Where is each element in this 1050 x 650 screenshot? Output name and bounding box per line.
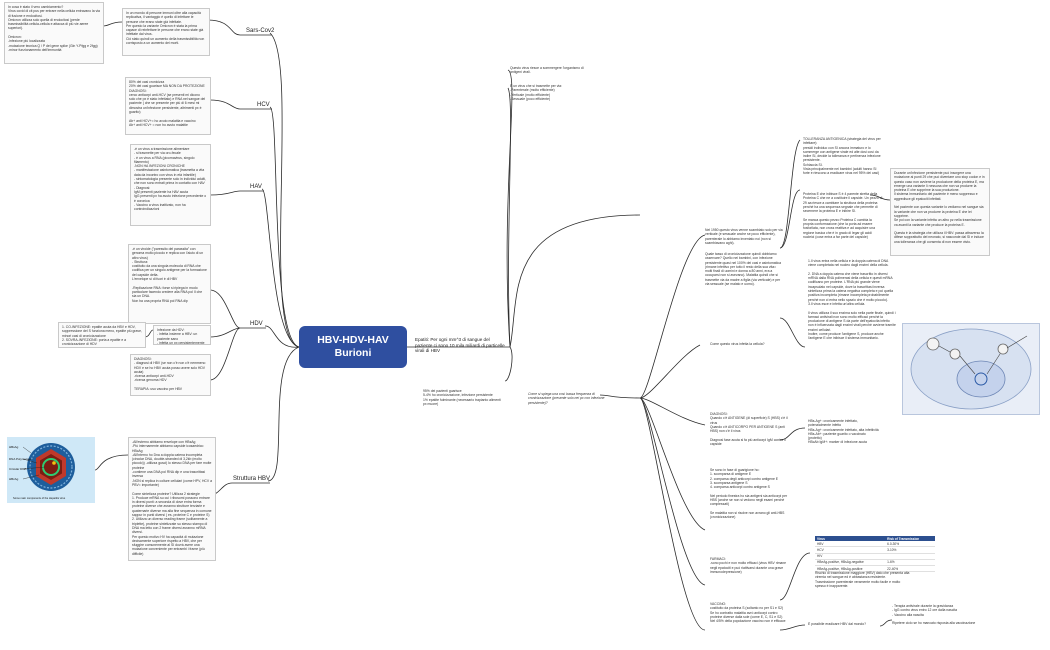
note-come-si-spiega: Come si spiega una così bassa frequenza … [528, 392, 605, 405]
central-subtitle: Burioni [334, 347, 372, 359]
note-hcv: 80% dei casi cronicizza 20% dei casi gua… [125, 77, 211, 135]
hbv-label-0: HBsAg [9, 445, 19, 449]
note-proteina-e: Proteina E che inibisce S è 4 parente st… [803, 192, 883, 239]
hbv-label-3: HBcAg [9, 477, 19, 481]
note-ciclo: 1.Il virus entra nella cellula e la dopp… [808, 259, 896, 341]
epatiti-note: Epatiti: Per ogni mm^3 di sangue del paz… [415, 337, 505, 354]
note-diagnosi-marker: HBs-Ag+: cronicamente infettato, potenzi… [808, 419, 879, 445]
note-hdv-diagnosi: DIAGNOSI: - diagnosi di HBV (se non c'è … [130, 354, 211, 396]
note-hdv-infezione: Infezione da HDV: - infetta insieme a HB… [153, 325, 211, 345]
note-nel-1950: Nel 1950 questo virus venne scambiato so… [705, 228, 783, 245]
note-fasi: Se sono in fase di guarigione ho: 1. sco… [710, 468, 788, 520]
note-durante: Durante un'infezione persistente può ins… [890, 168, 990, 256]
note-eradicare-answer: - Terapia antivirale durante la gravidan… [892, 604, 976, 626]
hbv-structure-image: HBsAg DNA Polymerase Circular DNA HBcAg … [7, 437, 95, 503]
note-hdv-coinfezione: 1. CO-INFEZIONE: epatite acuta da HBV e … [58, 322, 146, 348]
topic-sars-cov2[interactable]: Sars-Cov2 [246, 28, 275, 34]
note-hav: -è un virus a trasmissione alimentare - … [130, 144, 211, 226]
central-title: HBV-HDV-HAV [317, 334, 389, 346]
note-rischio: Rischio di trasmissione maggiore (HBV) d… [815, 571, 910, 588]
note-cronicizzazione: Quale tasso di cronicizzazione quindi do… [705, 252, 781, 287]
note-eradicare-question: È possibile eradicare HBV dal mondo? [808, 622, 867, 626]
risk-header-virus: Virus [815, 536, 886, 542]
link-sars [269, 32, 300, 348]
link-hdv [264, 325, 300, 348]
note-struttura-hbv: -All'esterno abbiamo envelope con HBsAg … [128, 437, 216, 561]
topic-hdv[interactable]: HDV [250, 321, 263, 327]
note-sars-answer: In un mondo di persone immuni oltre alla… [122, 8, 210, 56]
link-hcv [269, 106, 300, 348]
note-tolleranza: TOLLERANZA ANTIGENICA (strategia del vir… [803, 137, 881, 176]
central-node[interactable]: HBV-HDV-HAV Burioni [299, 326, 407, 368]
note-farmaci: FARMACI: -sono pochi e non molto efficac… [710, 557, 787, 574]
topic-hcv[interactable]: HCV [257, 102, 270, 108]
table-row: HIV [815, 553, 935, 560]
note-trasmissione: È un virus che si trasmette per via: -Pa… [510, 84, 563, 101]
risk-header-risk: Risk of Transmission [885, 536, 935, 542]
hbv-label-1: DNA Polymerase [9, 457, 32, 461]
note-antigeni: Questo virus riesce a sommergere l'organ… [510, 66, 584, 75]
topic-hav[interactable]: HAV [250, 184, 262, 190]
note-sars-question: In cosa è stato il vero cambiamento? Vir… [4, 2, 104, 64]
note-hdv: -è un viroide ("paressito del parassita"… [128, 244, 211, 324]
note-come-infetta: Come questo virus infetta la cellula? [710, 342, 765, 346]
link-q1 [506, 69, 513, 348]
note-diagnosi: DIAGNOSI: Quando c'è ANTIGENE (di superf… [710, 412, 788, 447]
hbv-label-2: Circular DNA [9, 467, 27, 471]
hbv-replication-cycle-image [902, 323, 1040, 415]
link-hav [261, 188, 300, 348]
note-vaccino: VACCINO: costituito da proteina S (solta… [710, 602, 786, 624]
hbv-caption: Some main components of the Hepatitis vi… [13, 496, 66, 500]
note-percentuali: 95% dei pazienti guarisce 5-4% ho cronic… [423, 389, 501, 406]
link-struttura [267, 346, 300, 482]
topic-struttura-hbv[interactable]: Struttura HBV [233, 476, 271, 482]
